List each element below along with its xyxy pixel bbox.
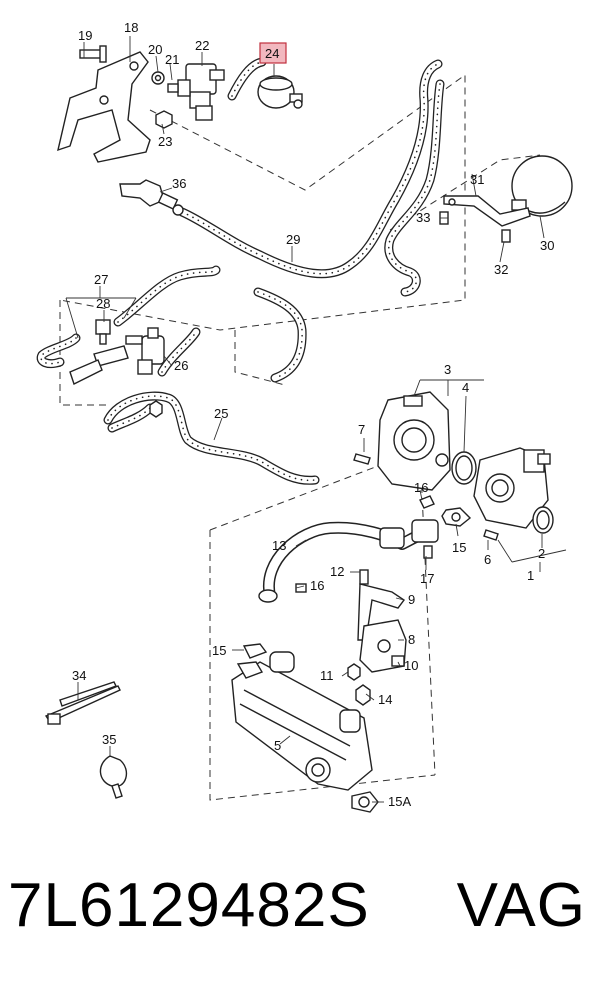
bracket-9 xyxy=(357,569,406,641)
callout-16-left: 16 xyxy=(310,578,324,593)
callout-22: 22 xyxy=(195,38,209,53)
cable-tie-34 xyxy=(44,681,121,725)
callout-2: 2 xyxy=(538,546,545,561)
callout-27: 27 xyxy=(94,272,108,287)
callout-21: 21 xyxy=(165,52,179,67)
callout-29: 29 xyxy=(286,232,300,247)
callout-15A: 15A xyxy=(388,794,411,809)
callout-8: 8 xyxy=(408,632,415,647)
callout-26: 26 xyxy=(174,358,188,373)
gasket-4 xyxy=(451,451,477,485)
leader-lines xyxy=(65,36,567,803)
vacuum-reservoir-30 xyxy=(439,155,573,243)
throttle-housing-3 xyxy=(377,391,451,491)
callout-33: 33 xyxy=(416,210,430,225)
bracket-8 xyxy=(347,619,407,681)
callout-32: 32 xyxy=(494,262,508,277)
callout-6: 6 xyxy=(484,552,491,567)
brand-name: VAG xyxy=(456,871,586,940)
callout-9: 9 xyxy=(408,592,415,607)
valve-22 xyxy=(151,63,225,129)
callout-3: 3 xyxy=(444,362,451,377)
callout-34: 34 xyxy=(72,668,86,683)
egr-cooler-5 xyxy=(231,643,379,813)
callout-24-highlight xyxy=(259,42,287,64)
vacuum-unit-24 xyxy=(257,75,303,109)
callout-10: 10 xyxy=(404,658,418,673)
egr-pipe-13 xyxy=(258,519,439,603)
callout-18: 18 xyxy=(124,20,138,35)
part-number: 7L6129482S xyxy=(8,871,370,940)
callout-1: 1 xyxy=(527,568,534,583)
callout-7: 7 xyxy=(358,422,365,437)
solenoid-26-group xyxy=(69,319,165,418)
callout-15-right: 15 xyxy=(452,540,466,555)
callout-24: 24 xyxy=(265,46,279,61)
callout-30: 30 xyxy=(540,238,554,253)
footer: 7L6129482S VAG xyxy=(0,870,600,990)
callout-15-left: 15 xyxy=(212,643,226,658)
callout-23: 23 xyxy=(158,134,172,149)
callout-labels: 19 18 20 21 22 23 24 36 29 27 28 26 25 3… xyxy=(72,20,554,809)
callout-16-top: 16 xyxy=(414,480,428,495)
vacuum-hoses xyxy=(36,57,445,485)
bolts-and-seals xyxy=(353,453,499,541)
callout-17: 17 xyxy=(420,571,434,586)
callout-13: 13 xyxy=(272,538,286,553)
callout-28: 28 xyxy=(96,296,110,311)
egr-valve-1 xyxy=(473,447,554,534)
callout-35: 35 xyxy=(102,732,116,747)
callout-5: 5 xyxy=(274,738,281,753)
callout-4: 4 xyxy=(462,380,469,395)
check-valve-36 xyxy=(119,179,184,216)
callout-12: 12 xyxy=(330,564,344,579)
callout-20: 20 xyxy=(148,42,162,57)
bracket-18 xyxy=(57,45,151,163)
callout-36: 36 xyxy=(172,176,186,191)
callout-14: 14 xyxy=(378,692,392,707)
callout-11: 11 xyxy=(320,668,334,683)
callout-19: 19 xyxy=(78,28,92,43)
callout-25: 25 xyxy=(214,406,228,421)
exploded-parts-diagram: 19 18 20 21 22 23 24 36 29 27 28 26 25 3… xyxy=(36,20,573,813)
clamp-35 xyxy=(99,755,128,799)
callout-31: 31 xyxy=(470,172,484,187)
